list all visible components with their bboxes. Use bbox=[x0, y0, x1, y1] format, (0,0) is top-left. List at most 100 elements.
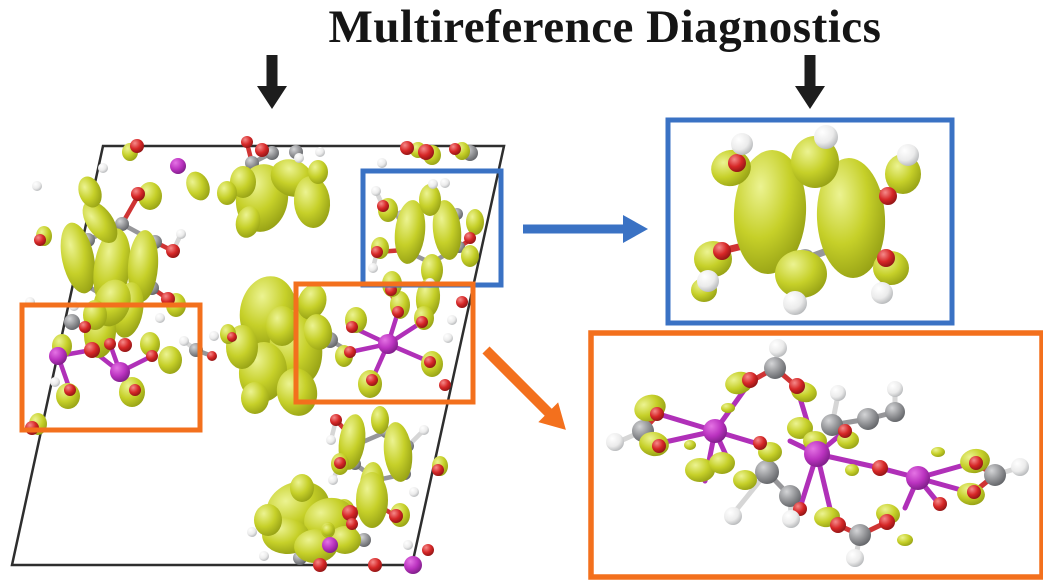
isosurface-blob bbox=[419, 184, 441, 216]
hydrogen-atom bbox=[328, 475, 338, 485]
hydrogen-atom bbox=[1011, 458, 1029, 476]
oxygen-atom bbox=[879, 187, 897, 205]
oxygen-atom bbox=[34, 234, 46, 246]
isosurface-blob bbox=[303, 314, 333, 350]
isosurface-blob bbox=[394, 200, 426, 264]
isosurface-blob bbox=[897, 534, 913, 546]
oxygen-atom bbox=[255, 143, 269, 157]
oxygen-atom bbox=[342, 505, 358, 521]
metal-chain-closeup bbox=[606, 339, 1029, 567]
oxygen-atom bbox=[344, 346, 356, 358]
isosurface-blob bbox=[466, 209, 484, 235]
hydrogen-atom bbox=[326, 435, 336, 445]
metal-atom bbox=[804, 441, 830, 467]
metal-atom bbox=[170, 158, 186, 174]
oxygen-atom bbox=[346, 321, 358, 333]
oxygen-atom bbox=[872, 460, 888, 476]
hydrogen-atom bbox=[769, 339, 787, 357]
metal-atom bbox=[378, 334, 398, 354]
oxygen-atom bbox=[650, 407, 664, 421]
oxygen-atom bbox=[418, 144, 434, 160]
oxygen-atom bbox=[371, 246, 383, 258]
isosurface-blob bbox=[461, 245, 479, 267]
isosurface-blob bbox=[371, 406, 389, 434]
oxygen-atom bbox=[84, 342, 100, 358]
oxygen-atom bbox=[879, 514, 895, 530]
metal-atom bbox=[322, 537, 338, 553]
hydrogen-atom bbox=[50, 377, 60, 387]
oxygen-atom bbox=[146, 350, 158, 362]
oxygen-atom bbox=[227, 332, 237, 342]
isosurface-blob bbox=[721, 403, 735, 413]
isosurface-blob bbox=[78, 176, 102, 208]
oxygen-atom bbox=[456, 296, 468, 308]
oxygen-atom bbox=[368, 558, 382, 572]
metal-atom bbox=[404, 556, 422, 574]
isosurface-blob bbox=[845, 464, 859, 476]
isosurface-blob bbox=[356, 472, 388, 528]
unit-cell-molecules bbox=[25, 136, 484, 574]
oxygen-atom bbox=[366, 374, 378, 386]
metal-atom bbox=[906, 466, 930, 490]
oxygen-atom bbox=[389, 509, 403, 523]
hydrogen-atom bbox=[294, 153, 304, 163]
orange-zoom-arrow bbox=[482, 346, 566, 430]
isosurface-blob bbox=[787, 417, 813, 439]
oxygen-atom bbox=[416, 316, 428, 328]
down-arrow-right bbox=[795, 55, 825, 109]
hydrogen-atom bbox=[887, 381, 903, 397]
isosurface-blob bbox=[293, 176, 331, 228]
isosurface-blob bbox=[60, 222, 96, 294]
isosurface-blob bbox=[266, 306, 298, 346]
oxygen-atom bbox=[877, 249, 895, 267]
oxygen-atom bbox=[334, 457, 346, 469]
hydrogen-atom bbox=[409, 487, 419, 497]
metal-atom bbox=[703, 419, 727, 443]
oxygen-atom bbox=[422, 544, 434, 556]
isosurface-blob bbox=[308, 160, 328, 184]
oxygen-atom bbox=[713, 242, 731, 260]
isosurface-blob bbox=[297, 284, 327, 320]
oxygen-atom bbox=[728, 154, 746, 172]
carbon-atom bbox=[849, 524, 871, 546]
oxygen-atom bbox=[129, 384, 141, 396]
hydrogen-atom bbox=[419, 425, 429, 435]
oxygen-atom bbox=[449, 143, 461, 155]
hydrogen-atom bbox=[782, 510, 800, 528]
orange-highlight-box-center bbox=[293, 281, 476, 405]
isosurface-blob bbox=[158, 346, 182, 374]
hydrogen-atom bbox=[783, 291, 807, 315]
hydrogen-atom bbox=[403, 540, 413, 550]
oxygen-atom bbox=[392, 306, 404, 318]
isosurface-blob bbox=[733, 150, 807, 274]
isosurface-blob bbox=[733, 470, 757, 490]
isosurface-blob bbox=[186, 171, 210, 201]
isosurface-blob bbox=[290, 474, 314, 502]
hydrogen-atom bbox=[209, 331, 219, 341]
carbon-atom bbox=[64, 314, 80, 330]
oxygen-atom bbox=[346, 518, 358, 530]
hydrogen-atom bbox=[155, 313, 165, 323]
hydrogen-atom bbox=[724, 507, 742, 525]
isosurface-blob bbox=[254, 504, 282, 536]
isosurface-blob bbox=[816, 158, 886, 278]
oxygen-atom bbox=[830, 517, 846, 533]
isosurface-blob bbox=[432, 200, 462, 260]
orange-highlight-box-left bbox=[19, 302, 203, 433]
hydrogen-atom bbox=[697, 270, 719, 292]
oxygen-atom bbox=[967, 485, 981, 499]
isosurface-blob bbox=[791, 136, 839, 188]
isosurface-blob bbox=[684, 440, 696, 450]
hydrogen-atom bbox=[371, 186, 381, 196]
oxygen-atom bbox=[79, 321, 91, 333]
oxygen-atom bbox=[118, 338, 132, 352]
carbon-atom bbox=[779, 485, 801, 507]
hydrogen-atom bbox=[871, 282, 893, 304]
isosurface-blob bbox=[383, 422, 413, 482]
oxygen-atom bbox=[207, 351, 217, 361]
hydrogen-atom bbox=[443, 333, 453, 343]
oxygen-atom bbox=[104, 338, 116, 350]
oxygen-atom bbox=[933, 497, 947, 511]
figure-title: Multireference Diagnostics bbox=[328, 1, 882, 53]
oxygen-atom bbox=[130, 139, 144, 153]
